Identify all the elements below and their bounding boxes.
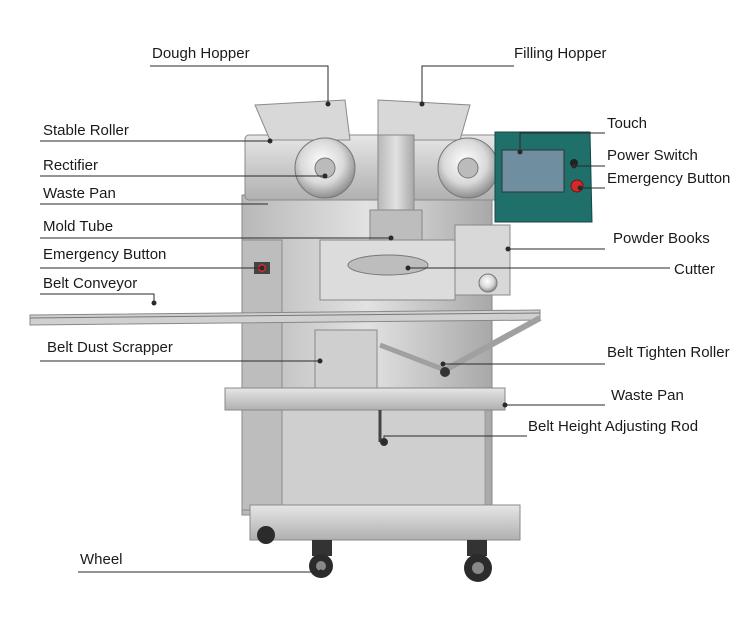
label-waste-pan-bottom: Waste Pan <box>611 387 684 404</box>
central-column <box>377 134 415 216</box>
leader-dots <box>151 101 583 575</box>
label-belt-dust-scrapper: Belt Dust Scrapper <box>47 339 173 356</box>
label-dough-hopper: Dough Hopper <box>152 45 250 62</box>
label-belt-tighten-roller: Belt Tighten Roller <box>607 344 730 361</box>
label-waste-pan-top: Waste Pan <box>43 185 116 202</box>
touch-screen <box>501 149 565 193</box>
bottom-waste-pan <box>224 387 506 411</box>
label-power-switch: Power Switch <box>607 147 698 164</box>
label-cutter: Cutter <box>674 261 715 278</box>
base-plate <box>249 504 521 541</box>
label-touch: Touch <box>607 115 648 132</box>
label-belt-height-adjusting-rod: Belt Height Adjusting Rod <box>528 418 699 435</box>
label-emergency-button-right: Emergency Button <box>607 170 731 187</box>
filling-hopper-shape <box>377 99 471 141</box>
wheel-right-front <box>464 540 492 582</box>
wheel-left-back <box>257 526 275 544</box>
label-belt-conveyor: Belt Conveyor <box>43 275 138 292</box>
label-rectifier: Rectifier <box>43 157 99 174</box>
label-filling-hopper: Filling Hopper <box>514 45 607 62</box>
label-wheel: Wheel <box>80 551 123 568</box>
label-powder-books: Powder Books <box>613 230 710 247</box>
left-side-panel <box>241 239 283 511</box>
leader-lines <box>40 65 670 573</box>
label-mold-tube: Mold Tube <box>43 218 114 235</box>
label-emergency-button-left: Emergency Button <box>43 246 167 263</box>
label-stable-roller: Stable Roller <box>43 122 129 139</box>
dough-hopper-shape <box>254 99 351 141</box>
